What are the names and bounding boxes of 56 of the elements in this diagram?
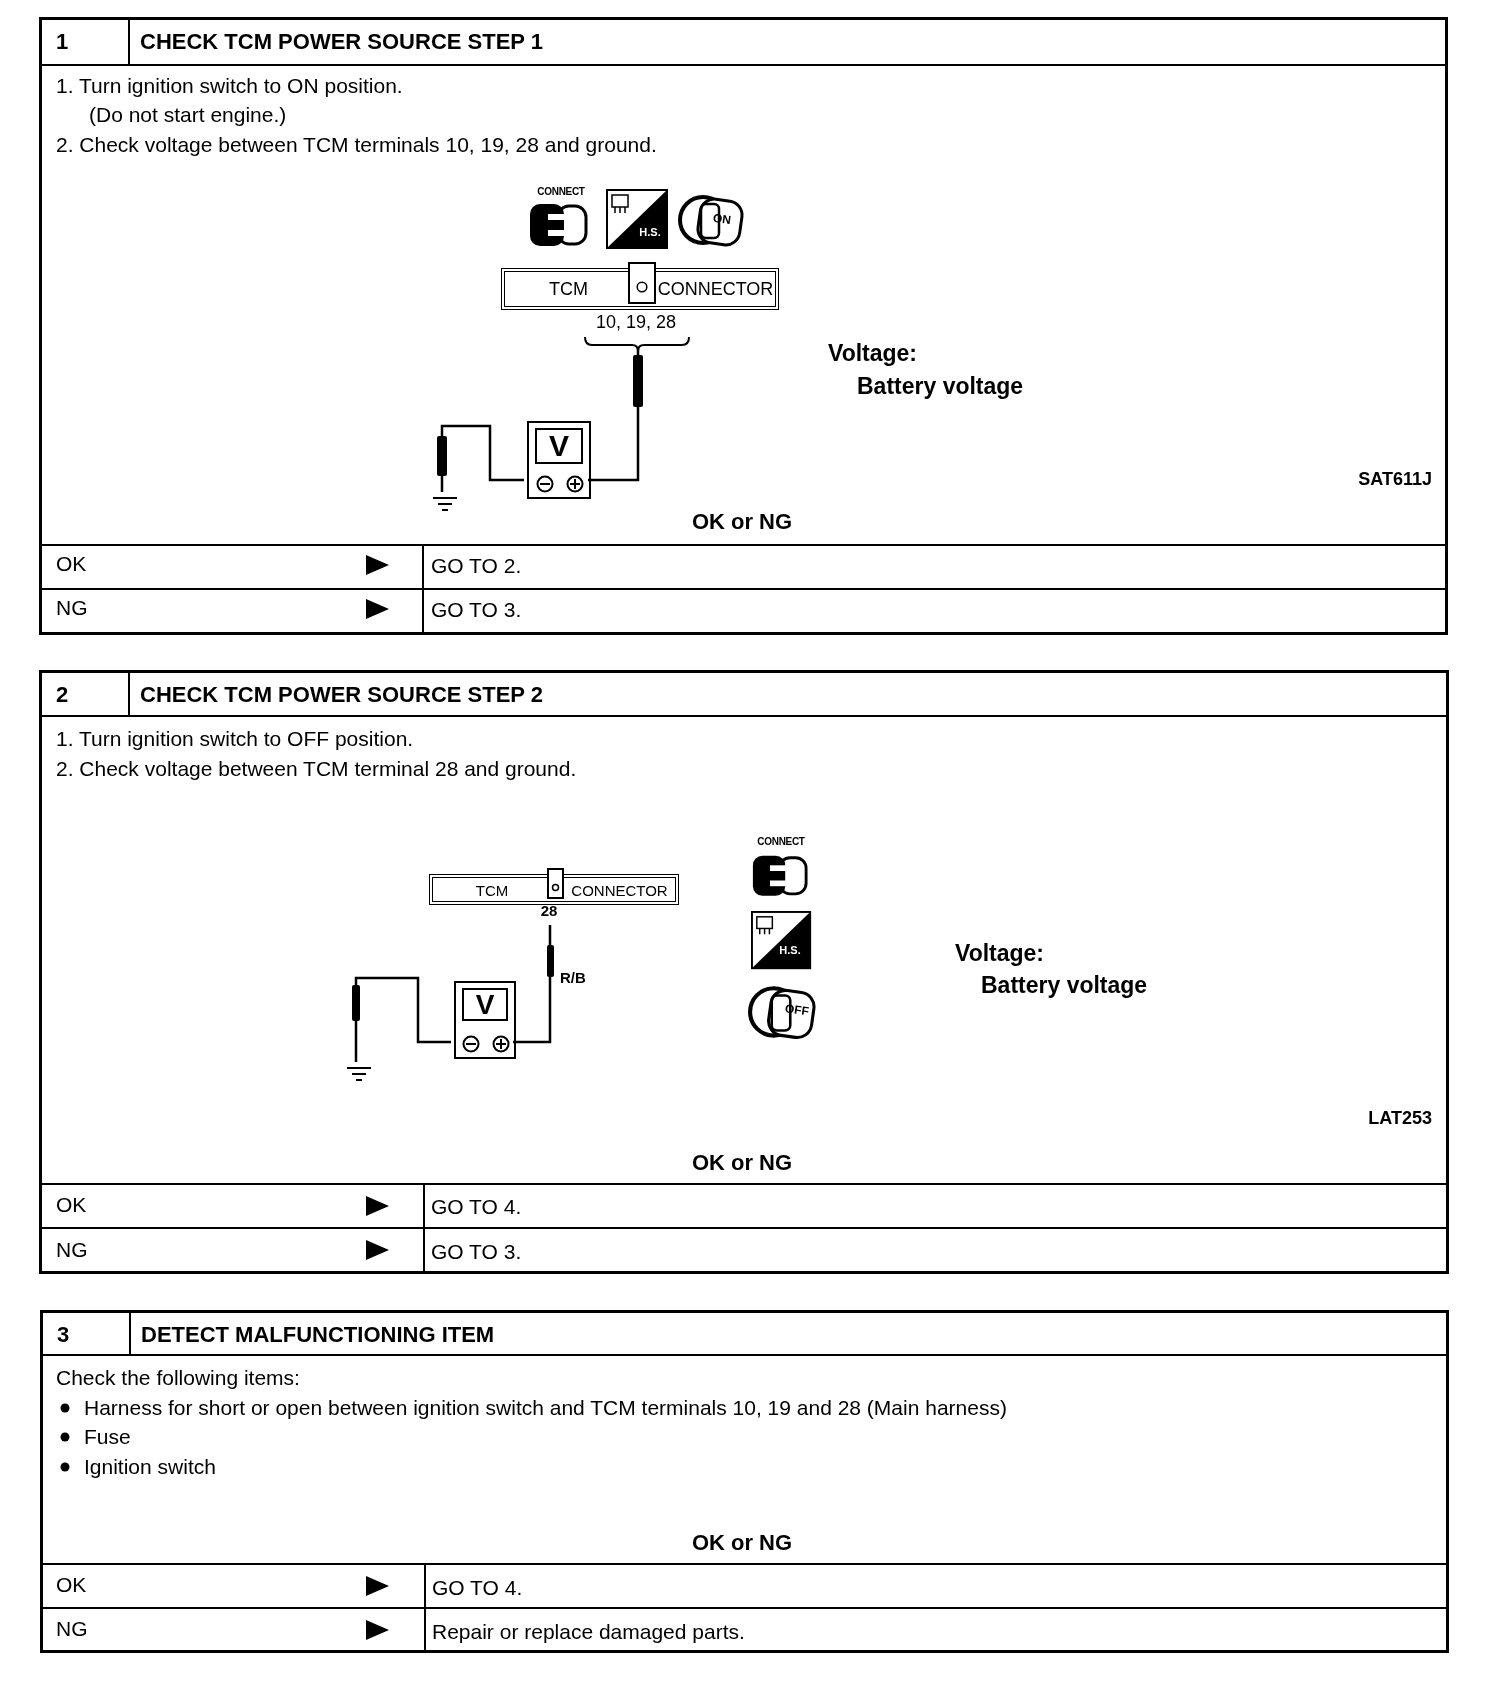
meter-display: V <box>462 988 508 1022</box>
connector-label: TCM <box>549 278 588 300</box>
icon-caption: H.S. <box>639 226 661 240</box>
result-cell: NG <box>56 1237 88 1263</box>
action-cell: GO TO 3. <box>431 597 522 623</box>
step-panel <box>39 17 1448 635</box>
step-title: DETECT MALFUNCTIONING ITEM <box>141 1322 495 1348</box>
result-cell: NG <box>56 595 88 621</box>
ground-symbol <box>347 1065 371 1083</box>
figure-code: SAT611J <box>1358 469 1432 491</box>
list-item: Ignition switch <box>84 1454 216 1480</box>
meter-display: V <box>535 428 583 464</box>
list-item: Harness for short or open between ignition switch and TCM terminals 10, 19 and 28 (Main harness) <box>84 1395 1007 1421</box>
step-panel <box>40 1310 1449 1653</box>
voltmeter <box>527 421 591 499</box>
result-heading: OK or NG <box>691 1150 793 1177</box>
step-title: CHECK TCM POWER SOURCE STEP 2 <box>140 682 543 708</box>
figure-code: LAT253 <box>1368 1108 1432 1130</box>
instruction-text: 1. Turn ignition switch to ON position. <box>56 73 403 99</box>
icon-caption: H.S. <box>779 944 801 958</box>
result-heading: OK or NG <box>691 1530 793 1557</box>
action-cell: GO TO 2. <box>431 553 522 579</box>
result-cell: OK <box>56 1192 87 1218</box>
spec-value: Battery voltage <box>857 373 1024 401</box>
result-cell: NG <box>56 1616 88 1642</box>
connector-label: TCM <box>475 881 509 898</box>
wire-color-label: R/B <box>560 969 586 987</box>
step-panel <box>39 670 1449 1274</box>
instruction-text: (Do not start engine.) <box>89 102 287 128</box>
connector-label: CONNECTOR <box>571 881 668 898</box>
action-cell: GO TO 4. <box>432 1575 523 1601</box>
icon-caption: CONNECT <box>537 186 585 198</box>
step-title: CHECK TCM POWER SOURCE STEP 1 <box>140 29 543 55</box>
step-number: 1 <box>56 29 69 55</box>
spec-label: Voltage: <box>955 940 1045 968</box>
list-item: Fuse <box>84 1424 131 1450</box>
action-cell: GO TO 4. <box>431 1194 522 1220</box>
ground-symbol <box>433 495 457 513</box>
instruction-text: 2. Check voltage between TCM terminal 28 and ground. <box>56 756 577 782</box>
connector-label: CONNECTOR <box>657 278 774 300</box>
voltmeter <box>454 981 516 1059</box>
action-cell: Repair or replace damaged parts. <box>432 1619 745 1645</box>
step-number: 2 <box>56 682 69 708</box>
icon-caption: CONNECT <box>757 836 805 848</box>
result-cell: OK <box>56 1572 87 1598</box>
result-cell: OK <box>56 551 87 577</box>
action-cell: GO TO 3. <box>431 1239 522 1265</box>
instruction-text: 2. Check voltage between TCM terminals 10, 19, 28 and ground. <box>56 132 657 158</box>
terminal-numbers: 28 <box>540 902 558 920</box>
step-number: 3 <box>57 1322 70 1348</box>
spec-value: Battery voltage <box>981 972 1148 1000</box>
result-heading: OK or NG <box>691 509 793 536</box>
terminal-numbers: 10, 19, 28 <box>595 312 677 334</box>
spec-label: Voltage: <box>828 340 918 368</box>
instruction-text: 1. Turn ignition switch to OFF position. <box>56 726 414 752</box>
instruction-text: Check the following items: <box>56 1365 300 1391</box>
